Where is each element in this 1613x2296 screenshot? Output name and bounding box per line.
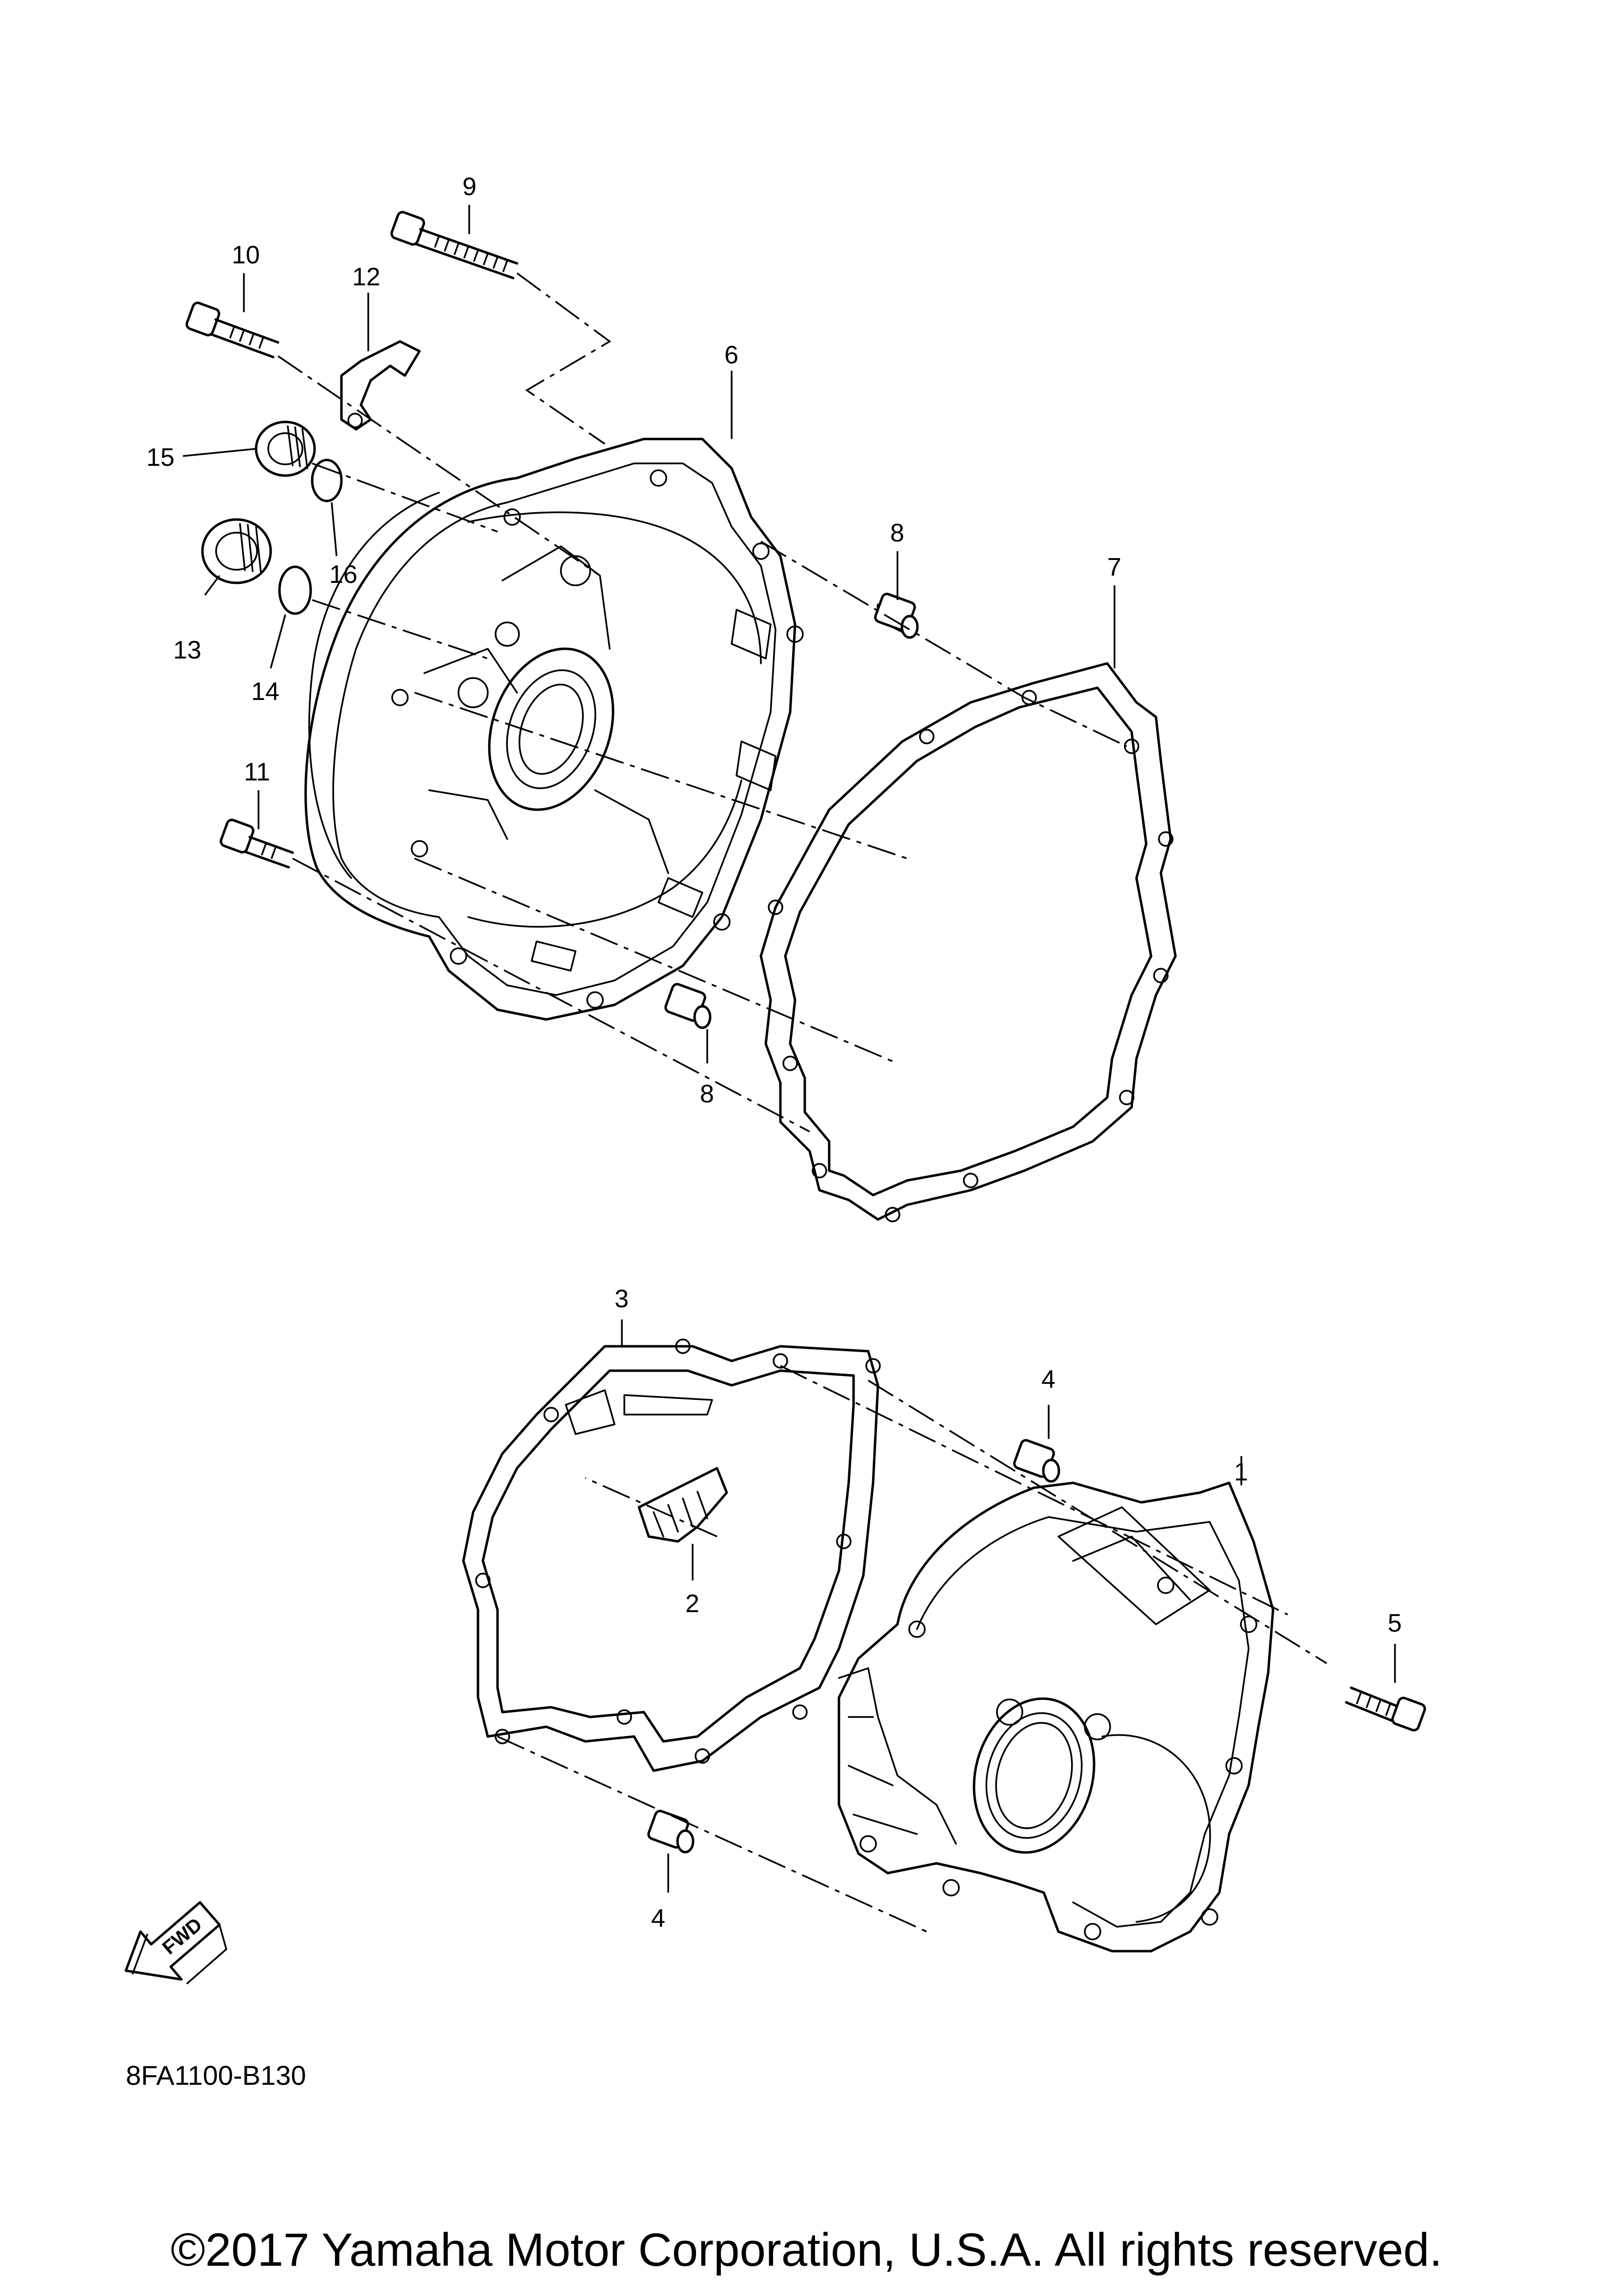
bracket-12: [340, 340, 421, 431]
copyright-notice: ©2017 Yamaha Motor Corporation, U.S.A. A…: [170, 2224, 1443, 2276]
diagram-code: 8FA1100-B130: [126, 2060, 306, 2091]
gasket-lower: [462, 1338, 881, 1772]
callout-14: 14: [251, 678, 279, 706]
bolt-11: [219, 819, 294, 869]
callout-7: 7: [1107, 553, 1121, 581]
dowel-pin-upper-1: [874, 593, 919, 639]
callout-11: 11: [244, 758, 270, 786]
callout-4-lower: 4: [651, 1904, 665, 1933]
assembly-lines-lower: [497, 1365, 1327, 1933]
o-ring-14: [278, 565, 312, 615]
callout-3: 3: [615, 1285, 629, 1313]
callout-13: 13: [173, 636, 201, 664]
leader-lines: [182, 205, 1396, 1893]
callout-8-upper: 8: [890, 519, 904, 547]
dowel-pin-lower-1: [1013, 1439, 1060, 1483]
callout-6: 6: [724, 341, 738, 369]
gasket-upper: [759, 662, 1177, 1222]
dowel-pin-lower-2: [647, 1810, 695, 1854]
assembly-lines-upper: [278, 272, 1127, 1133]
plug-13: [201, 518, 272, 584]
bolt-9: [390, 211, 518, 280]
callout-1: 1: [1234, 1458, 1248, 1486]
plug-15: [255, 420, 316, 477]
bolt-5: [1345, 1686, 1426, 1732]
bolt-10: [185, 301, 279, 359]
o-ring-16: [311, 459, 343, 502]
callout-12: 12: [352, 263, 380, 291]
callout-5: 5: [1388, 1609, 1402, 1637]
fwd-arrow: FWD: [124, 1901, 227, 1984]
callout-10: 10: [232, 241, 260, 269]
crankcase-cover-lower: [837, 1481, 1274, 1953]
callout-16: 16: [329, 560, 358, 589]
callout-9: 9: [462, 173, 477, 201]
callout-15: 15: [146, 443, 175, 472]
callout-8-lower: 8: [700, 1080, 714, 1108]
crankcase-cover-upper: [304, 438, 804, 1021]
callout-4-upper: 4: [1041, 1365, 1055, 1394]
callout-2: 2: [685, 1590, 699, 1618]
grommet-2: [637, 1467, 728, 1543]
dowel-pin-upper-2: [664, 983, 712, 1029]
